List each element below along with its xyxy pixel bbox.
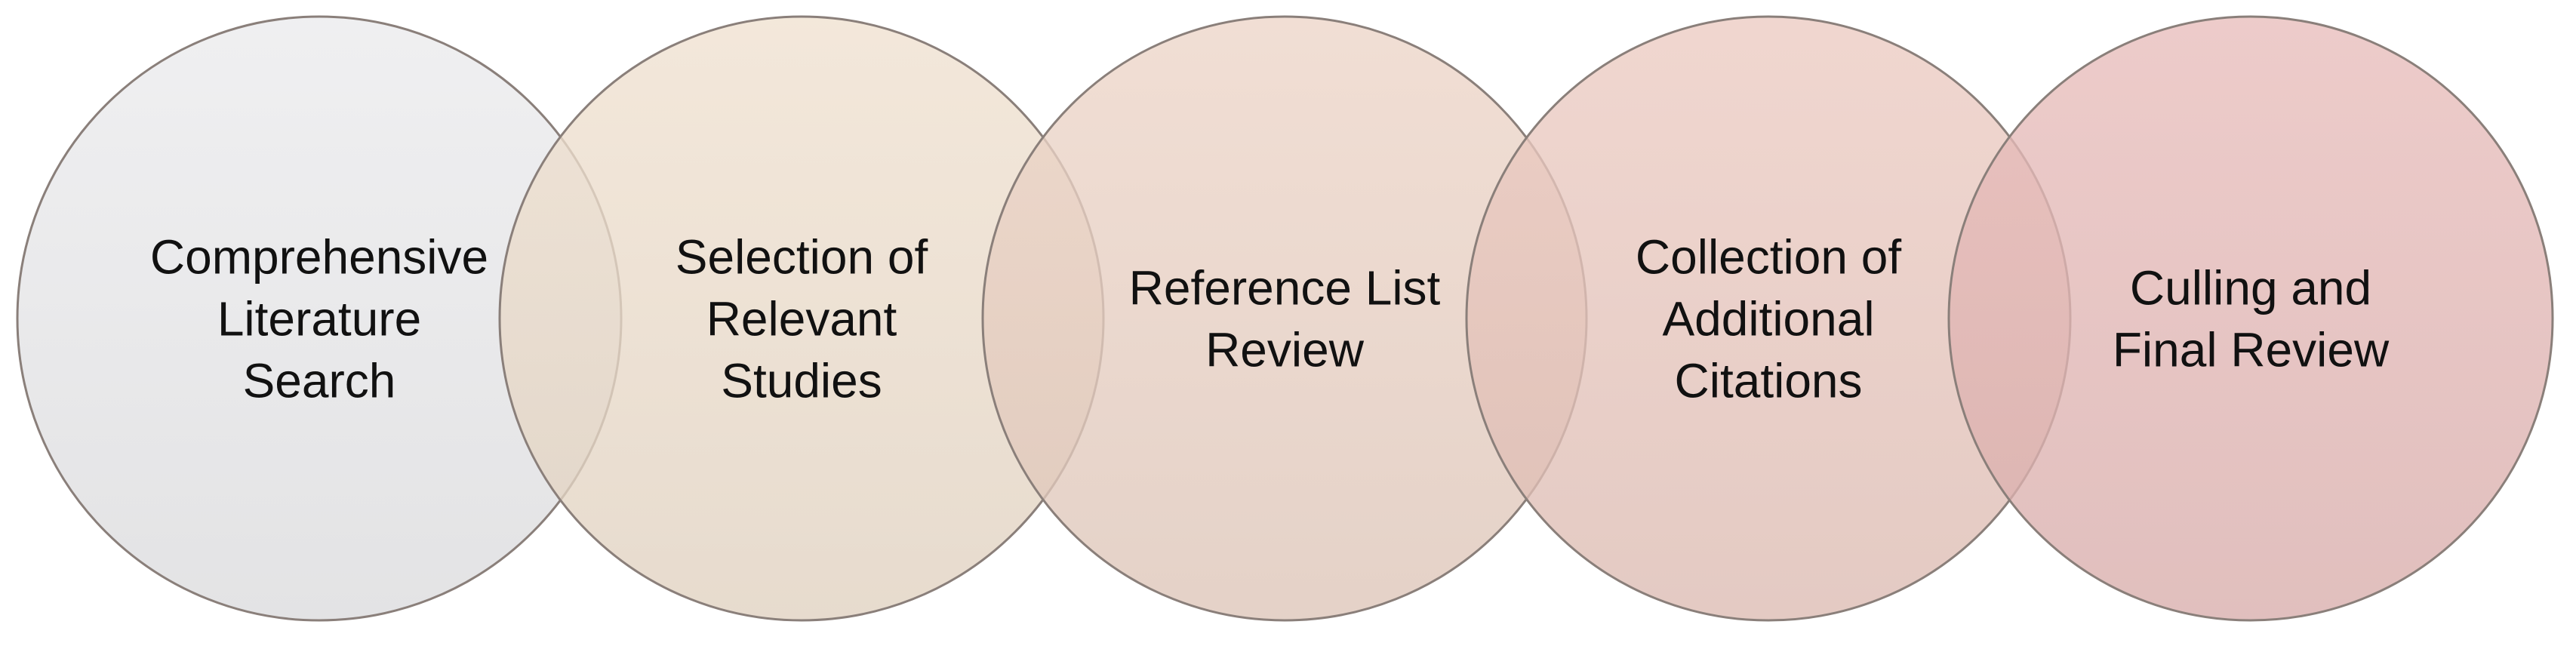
- stage-label-line: Search: [243, 353, 396, 408]
- stage-label-line: Additional: [1662, 291, 1874, 346]
- stage-label-line: Studies: [721, 353, 882, 408]
- stage-label-line: Selection of: [676, 229, 928, 284]
- stage-label-line: Citations: [1675, 353, 1863, 408]
- stage-label-line: Final Review: [2113, 322, 2390, 377]
- stage-label-line: Literature: [217, 291, 421, 346]
- stage-label-line: Reference List: [1129, 260, 1441, 315]
- stage-circle-5: [1947, 15, 2554, 622]
- stage-circles: [16, 15, 2554, 622]
- stage-label-line: Culling and: [2130, 260, 2371, 315]
- stage-label-line: Relevant: [706, 291, 897, 346]
- stage-label-line: Review: [1205, 322, 1365, 377]
- stage-label-line: Comprehensive: [150, 229, 488, 284]
- stage-label-line: Collection of: [1636, 229, 1901, 284]
